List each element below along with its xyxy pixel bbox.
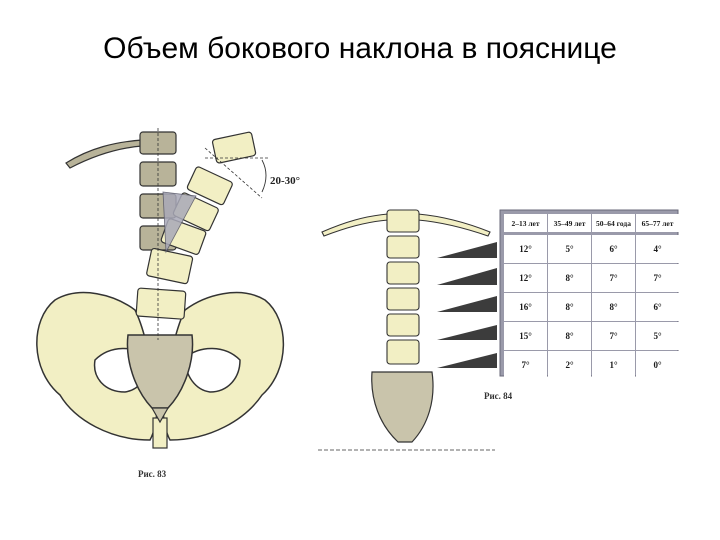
rib-arc bbox=[65, 139, 143, 169]
angle-wedge bbox=[162, 191, 197, 254]
vertebra-84-1 bbox=[386, 209, 420, 233]
table-header-cell bbox=[548, 214, 591, 232]
table-header-label: 2–13 лет bbox=[511, 219, 539, 228]
table-cell-value: 7° bbox=[521, 360, 530, 370]
table-cell-value: 0° bbox=[653, 360, 662, 370]
table-cell bbox=[636, 293, 679, 321]
table-cell bbox=[636, 264, 679, 292]
table-cell bbox=[548, 351, 591, 379]
vertebra-84-6 bbox=[386, 339, 420, 365]
table-cell-value: 7° bbox=[609, 273, 618, 283]
coccyx bbox=[150, 407, 170, 424]
table-cell-value: 6° bbox=[653, 302, 662, 312]
wedge-1 bbox=[437, 242, 497, 258]
vertebra-84-2 bbox=[386, 235, 420, 259]
table-header-label: 50–64 года bbox=[596, 219, 631, 228]
angle-arc bbox=[261, 159, 267, 193]
table-cell bbox=[504, 351, 547, 379]
table-cell bbox=[504, 235, 547, 263]
vertebra-84-3 bbox=[386, 261, 420, 285]
bent-vertebra-2 bbox=[186, 166, 233, 206]
wedge-2 bbox=[437, 268, 497, 285]
table-cell-value: 7° bbox=[653, 273, 662, 283]
table-cell-value: 12° bbox=[519, 273, 532, 283]
table-cell bbox=[548, 264, 591, 292]
table-cell-value: 5° bbox=[653, 331, 662, 341]
table-cell-value: 12° bbox=[519, 244, 532, 254]
table-cell bbox=[636, 322, 679, 350]
wedge-5 bbox=[437, 353, 497, 368]
vertebra-column-84 bbox=[386, 209, 420, 365]
slide-title: Объем бокового наклона в пояснице bbox=[103, 32, 617, 65]
table-cell bbox=[592, 235, 635, 263]
table-cell-value: 2° bbox=[565, 360, 574, 370]
table-cell-value: 15° bbox=[519, 331, 532, 341]
wedge-4 bbox=[437, 325, 497, 340]
table-header-label: 65–77 лет bbox=[642, 219, 674, 228]
table-cell bbox=[504, 322, 547, 350]
table-cell-value: 8° bbox=[565, 331, 574, 341]
table-cell bbox=[548, 322, 591, 350]
figure-83-caption: Рис. 83 bbox=[138, 469, 167, 479]
table-cell-value: 4° bbox=[653, 244, 662, 254]
table-cell-value: 1° bbox=[609, 360, 618, 370]
vertebra-84-5 bbox=[386, 313, 420, 337]
table-cell-value: 8° bbox=[609, 302, 618, 312]
table-cell-value: 7° bbox=[609, 331, 618, 341]
table-header-label: 35–49 лет bbox=[554, 219, 586, 228]
sacrum-84 bbox=[371, 371, 434, 443]
table-cell-value: 8° bbox=[565, 302, 574, 312]
table-cell bbox=[592, 351, 635, 379]
table-header-cell bbox=[504, 214, 547, 232]
bent-vertebra-1 bbox=[211, 131, 257, 164]
table-cell-value: 6° bbox=[609, 244, 618, 254]
table-cell bbox=[636, 235, 679, 263]
table-cell bbox=[504, 293, 547, 321]
wedge-3 bbox=[437, 296, 497, 312]
table-header-cell bbox=[636, 214, 679, 232]
table-cell bbox=[504, 264, 547, 292]
figure-83: 20-30° Рис. 83 bbox=[36, 128, 300, 479]
table-cell-value: 5° bbox=[565, 244, 574, 254]
table-cell bbox=[592, 264, 635, 292]
table-cell-value: 8° bbox=[565, 273, 574, 283]
tilt-reference-line bbox=[204, 147, 263, 199]
figure-84-caption: Рис. 84 bbox=[484, 391, 513, 401]
table-cell-value: 16° bbox=[519, 302, 532, 312]
vertebra-84-4 bbox=[386, 287, 420, 311]
table-cell bbox=[592, 293, 635, 321]
figure-84: 2–13 лет 35–49 лет 50–64 года 65–77 лет 12° 5… bbox=[318, 209, 679, 451]
bent-vertebra-5 bbox=[146, 247, 194, 285]
wedges-84 bbox=[437, 242, 497, 368]
rib-arc-84 bbox=[321, 213, 491, 237]
table-cell bbox=[636, 351, 679, 379]
table-cell bbox=[548, 235, 591, 263]
table-cell bbox=[592, 322, 635, 350]
table-header-cell bbox=[592, 214, 635, 232]
bent-vertebra-6 bbox=[135, 287, 187, 320]
table-cell bbox=[548, 293, 591, 321]
age-table: 2–13 лет 35–49 лет 50–64 года 65–77 лет 12° 5… bbox=[504, 214, 679, 379]
angle-label: 20-30° bbox=[270, 175, 300, 187]
